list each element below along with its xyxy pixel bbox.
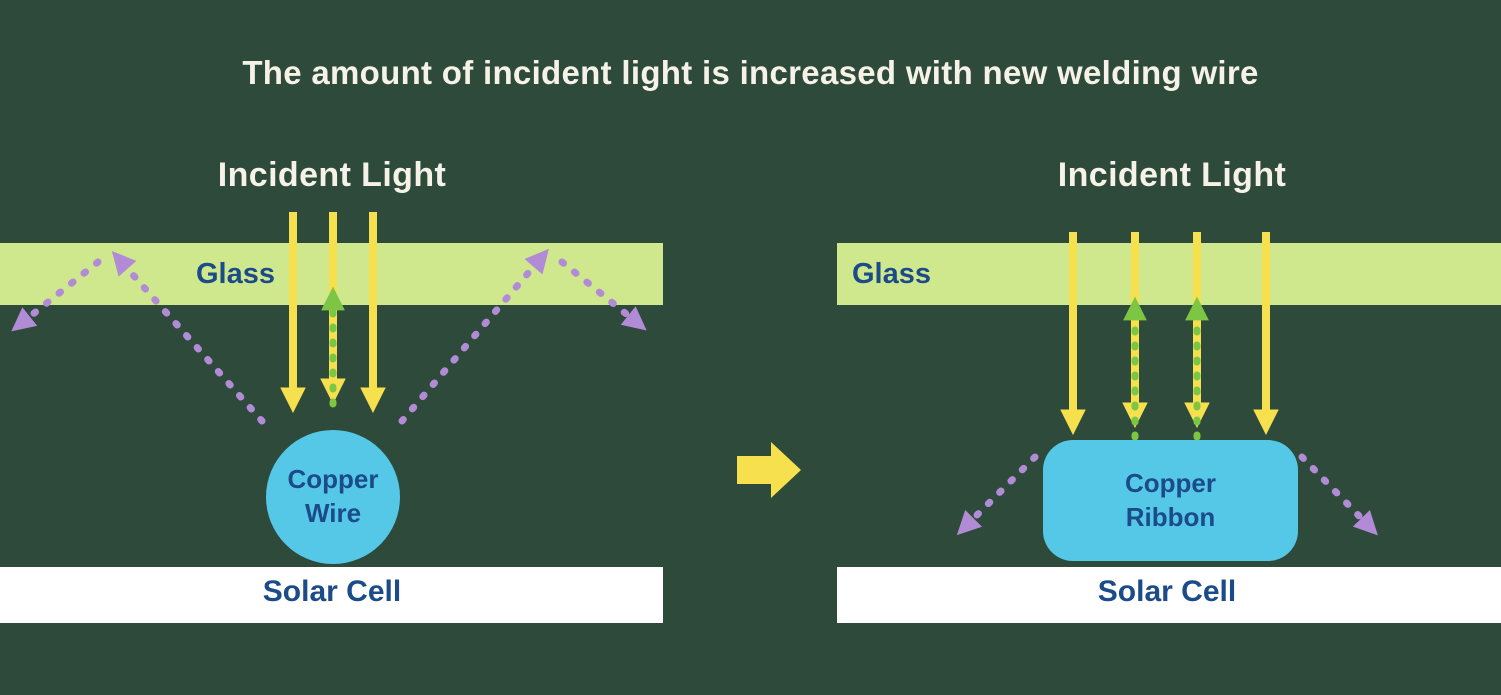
incident-light-label-left: Incident Light [217, 156, 447, 194]
copper-wire-circle: Copper Wire [266, 430, 400, 564]
glass-band-right [837, 243, 1501, 305]
reflected-up-arrows-right [1123, 296, 1209, 441]
diagram-title: The amount of incident light is increase… [242, 54, 1259, 91]
solar-cell-label-left: Solar Cell [262, 575, 402, 608]
copper-ribbon-rect: Copper Ribbon [1043, 440, 1298, 561]
solar-cell-bar-right [837, 567, 1501, 623]
copper-wire-label-line1: Copper [287, 464, 379, 495]
transition-right-arrow-icon [737, 442, 801, 498]
purple-reflection-arrow-icon [1298, 453, 1378, 536]
copper-ribbon-label-line2: Ribbon [1125, 501, 1216, 532]
solar-cell-label-right: Solar Cell [1097, 575, 1237, 608]
copper-ribbon-label-line1: Copper [1125, 467, 1216, 498]
solar-cell-bar-left [0, 567, 663, 623]
purple-reflection-arrow-icon [956, 453, 1039, 536]
incident-light-label-right: Incident Light [1057, 156, 1287, 194]
glass-band-left [0, 243, 663, 305]
copper-wire-label-line2: Wire [304, 498, 362, 528]
glass-label-left: Glass [196, 258, 275, 290]
glass-label-right: Glass [852, 258, 931, 290]
